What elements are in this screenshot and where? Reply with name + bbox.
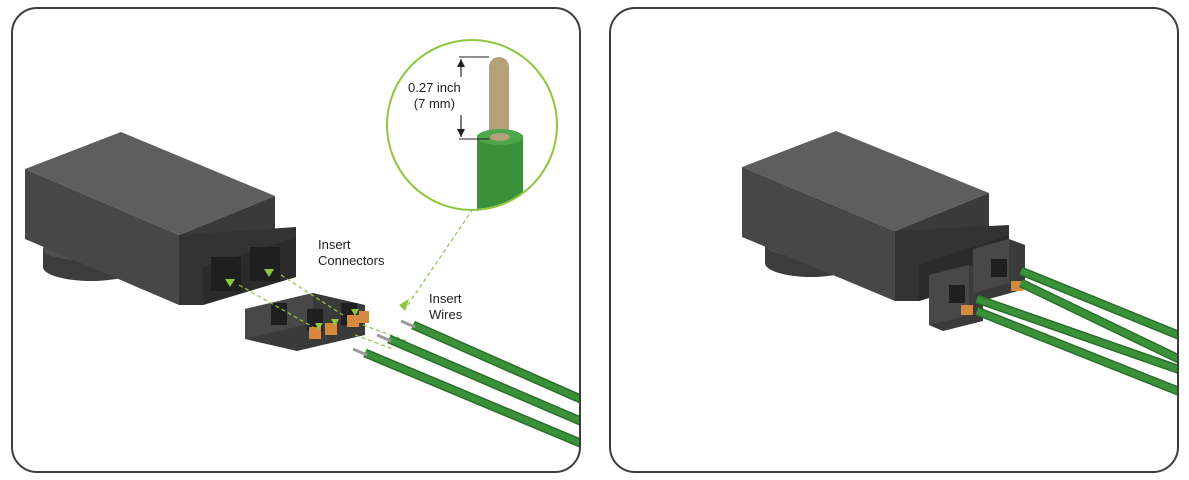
insert-wires-label: Insert Wires [429, 291, 463, 322]
right-illustration [742, 131, 1177, 396]
wires [352, 319, 579, 448]
wires [975, 266, 1177, 396]
port-2 [250, 247, 280, 281]
port-1 [211, 257, 241, 291]
insert-connectors-label: Insert Connectors [318, 237, 385, 268]
measurement-label: 0.27 inch (7 mm) [408, 80, 461, 112]
inserted-connectors [929, 239, 1025, 331]
wire-strip-detail [386, 39, 558, 211]
alignment-guides [238, 208, 474, 350]
receiver-housing [25, 132, 296, 305]
measurement-mm: (7 mm) [413, 96, 455, 111]
left-illustration [25, 39, 579, 448]
left-step-panel: 0.27 inch (7 mm) Insert Connectors Inser… [11, 7, 581, 473]
right-step-panel [609, 7, 1179, 473]
measurement-inches: 0.27 inch [408, 80, 461, 95]
connector-plugs [245, 293, 369, 351]
